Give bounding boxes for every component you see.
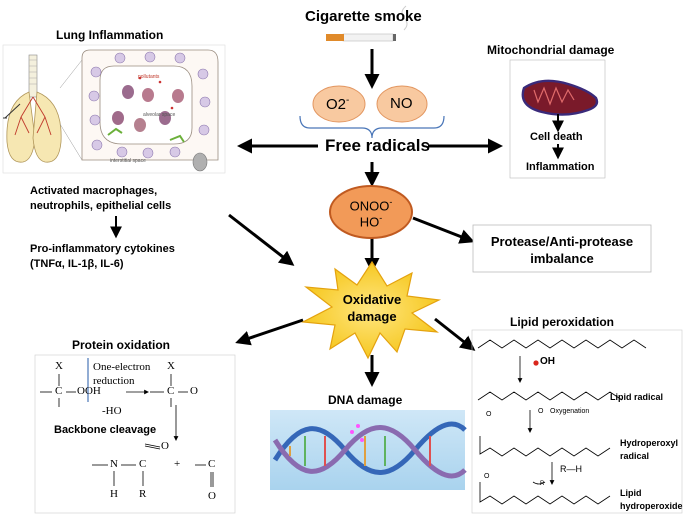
lung-panel-label-pollutants: pollutants	[138, 74, 160, 80]
protein-r: R	[139, 488, 147, 500]
protein-ooh: OOH	[77, 385, 101, 397]
title-cigarette-smoke: Cigarette smoke	[305, 8, 422, 25]
mito-title: Mitochondrial damage	[487, 43, 615, 57]
mito-cell-death: Cell death	[530, 131, 583, 143]
protein-title: Protein oxidation	[72, 338, 171, 352]
protein-ho: -HO	[102, 405, 122, 417]
protease-box	[472, 224, 652, 273]
radical-dot	[533, 360, 539, 366]
protein-c1: C	[55, 385, 63, 397]
lipid-hydroperoxide-line1: Lipid	[620, 488, 642, 498]
radicals-brace	[299, 115, 445, 139]
free-radicals-label: Free radicals	[325, 136, 430, 155]
lung-cells-line1: Activated macrophages,	[30, 185, 158, 197]
no-bubble	[376, 85, 428, 123]
lipid-oxygenation-o: O	[538, 408, 544, 415]
protein-o2: O	[190, 385, 198, 397]
lipid-rh: R—H	[560, 464, 582, 474]
protease-line1: Protease/Anti-protease	[490, 234, 634, 249]
o2-bubble	[312, 85, 366, 123]
protein-cleavage: Backbone cleavage	[54, 424, 157, 436]
cigarette-icon	[326, 5, 408, 42]
protein-plus: +	[174, 458, 181, 470]
lipid-hydroperoxyl-line2: radical	[620, 451, 650, 461]
protein-x1: X	[55, 360, 63, 372]
lipid-o2h: O	[484, 473, 490, 480]
onoo-label: ONOO- HO-	[343, 197, 399, 230]
onoo-line: ONOO-	[343, 197, 399, 213]
lipid-title: Lipid peroxidation	[510, 315, 614, 329]
oxidative-line1: Oxidative	[342, 292, 402, 307]
protein-reaction1: One-electron	[93, 361, 151, 373]
lung-illustration	[2, 44, 226, 174]
protein-o3: O	[161, 440, 169, 452]
protein-c2: C	[167, 385, 175, 397]
cytokines-line1: Pro-inflammatory cytokines	[30, 243, 175, 255]
lipid-o2-label: O	[486, 411, 492, 418]
protein-c4: C	[208, 458, 216, 470]
o2-charge: -	[346, 95, 350, 106]
protein-c3: C	[139, 458, 147, 470]
mito-inflammation: Inflammation	[526, 161, 595, 173]
protein-oxidation-panel	[34, 354, 236, 514]
onoo-charge: -	[389, 197, 393, 207]
lipid-oxygenation: Oxygenation	[550, 408, 590, 415]
ho-text: HO	[359, 214, 380, 230]
protein-h: H	[110, 488, 118, 500]
protein-o4: O	[208, 490, 216, 502]
oxidative-damage-label: Oxidative damage	[334, 291, 410, 325]
no-label: NO	[390, 95, 413, 112]
lung-title: Lung Inflammation	[56, 28, 164, 42]
lipid-radical-label: Lipid radical	[610, 392, 664, 402]
lung-cells-line2: neutrophils, epithelial cells	[30, 200, 172, 212]
oxidative-damage-burst	[300, 260, 442, 360]
dna-title: DNA damage	[328, 393, 403, 407]
lipid-oh: OH	[540, 356, 555, 367]
ho-line: HO-	[343, 213, 399, 229]
onoo-text: ONOO	[349, 198, 390, 214]
lipid-hydroperoxyl-line1: Hydroperoxyl	[620, 438, 679, 448]
o2-text: O2	[326, 96, 347, 113]
lipid-panel	[471, 329, 683, 514]
mitochondrion-icon	[509, 59, 606, 179]
o2-label: O2-	[326, 95, 349, 113]
protein-reaction2: reduction	[93, 375, 135, 387]
cytokines-line2: (TNFα, IL-1β, IL-6)	[30, 258, 124, 270]
protease-label: Protease/Anti-protease imbalance	[473, 233, 651, 267]
protease-line2: imbalance	[530, 251, 594, 266]
oxidative-line2: damage	[347, 309, 397, 324]
lung-panel-label-alveolar: alveolar space	[143, 112, 176, 118]
lung-panel-label-interstitial: interstitial space	[110, 158, 146, 164]
lipid-r: R	[540, 481, 545, 487]
onoo-bubble	[329, 185, 413, 239]
ho-charge: -	[379, 213, 383, 224]
lipid-hydroperoxide-line2: hydroperoxide	[620, 501, 683, 511]
protein-x2: X	[167, 360, 175, 372]
protein-n: N	[110, 458, 118, 470]
arrows	[228, 49, 503, 387]
dna-image	[270, 410, 467, 490]
